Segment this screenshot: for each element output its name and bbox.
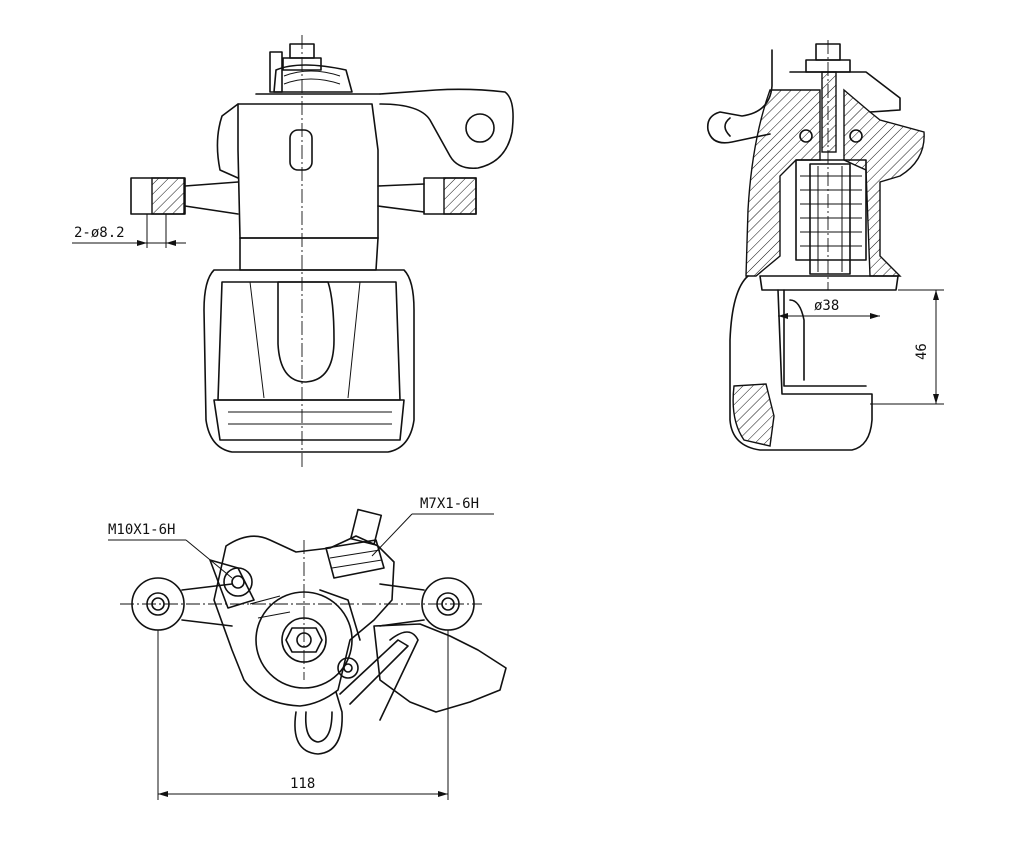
thread-m7-label: M7X1-6H (420, 496, 479, 512)
hole-dimension: 2-ø8.2 (72, 214, 186, 248)
section-view: ø38 46 (706, 40, 944, 451)
piston-diameter-dimension: ø38 (778, 298, 880, 319)
left-mount-ear (130, 177, 239, 215)
right-mount-ear (377, 177, 477, 215)
mount-span-dimension: 118 (157, 630, 449, 800)
front-view: 2-ø8.2 (72, 35, 514, 468)
m7-port (325, 508, 385, 579)
rear-view: M10X1-6H M7X1-6H 118 (108, 496, 507, 800)
bracket-ear (379, 88, 514, 170)
piston-diameter-label: ø38 (814, 298, 839, 314)
m7-leader: M7X1-6H (371, 496, 494, 557)
piston-depth-label: 46 (914, 343, 930, 360)
piston-depth-dimension: 46 (870, 289, 944, 405)
top-adjuster (255, 43, 381, 95)
m10-port (209, 559, 255, 609)
thread-m10-label: M10X1-6H (108, 522, 175, 538)
hole-spec-label: 2-ø8.2 (74, 225, 125, 241)
mount-span-label: 118 (290, 776, 315, 792)
m10-leader: M10X1-6H (108, 522, 233, 579)
